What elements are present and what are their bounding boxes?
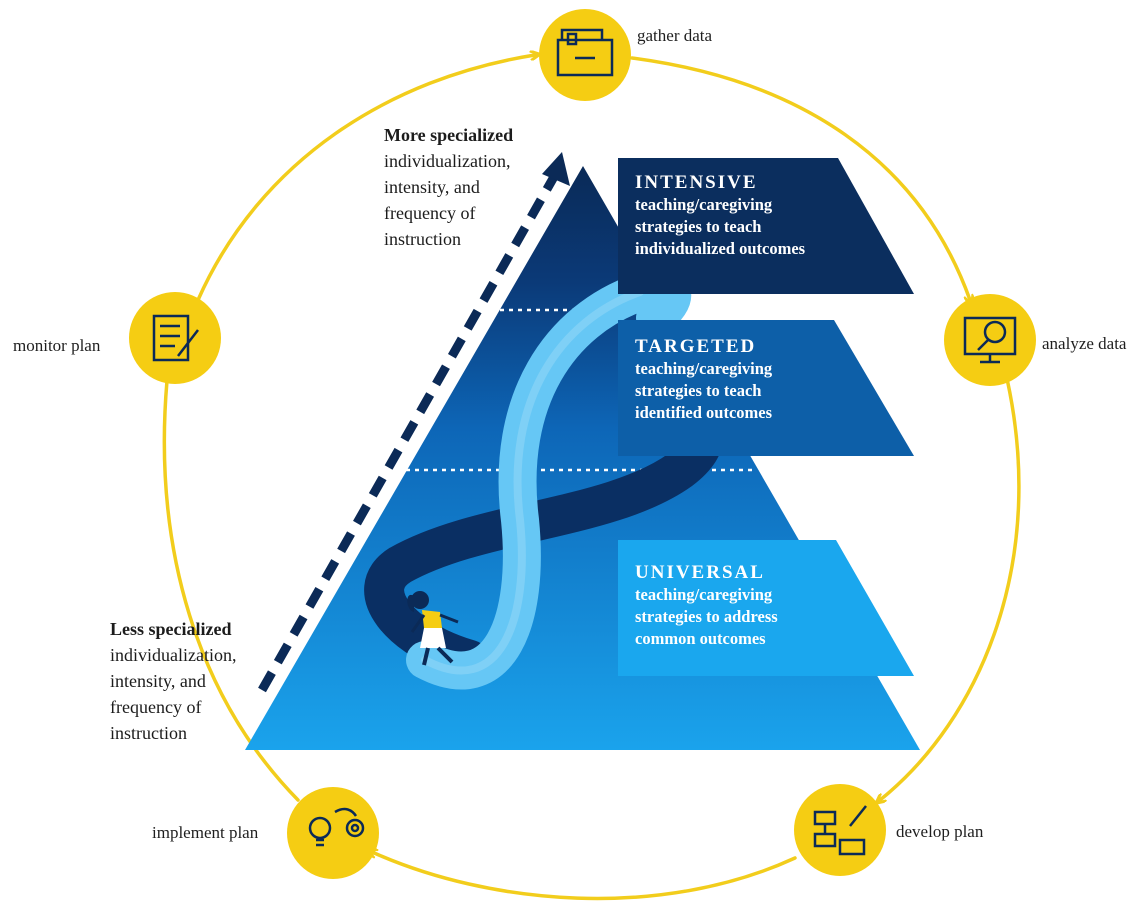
stage-label-implement-plan: implement plan bbox=[152, 823, 259, 842]
ring-arrow-analyze-to-develop bbox=[880, 368, 1021, 800]
stage-implement-plan[interactable] bbox=[287, 787, 379, 879]
stage-label-gather-data: gather data bbox=[637, 26, 713, 45]
less-specialized-body: individualization, intensity, and freque… bbox=[110, 645, 237, 743]
more-specialized-label: More specialized individualization, inte… bbox=[384, 122, 513, 252]
tier-targeted-description: teaching/caregiving strategies to teach … bbox=[635, 359, 773, 422]
stage-analyze-data[interactable] bbox=[944, 294, 1036, 386]
stage-label-develop-plan: develop plan bbox=[896, 822, 984, 841]
more-specialized-body: individualization, intensity, and freque… bbox=[384, 151, 511, 249]
checklist-pencil-icon bbox=[152, 314, 199, 362]
less-specialized-label: Less specialized individualization, inte… bbox=[110, 616, 236, 746]
lightbulb-gear-icon bbox=[308, 807, 365, 847]
tier-intensive-title: INTENSIVE bbox=[635, 172, 758, 193]
stage-label-monitor-plan: monitor plan bbox=[13, 336, 101, 355]
file-box-icon bbox=[556, 28, 614, 77]
tier-banner-universal bbox=[618, 540, 914, 676]
less-specialized-heading: Less specialized bbox=[110, 619, 232, 639]
ring-arrow-develop-to-implement bbox=[372, 852, 797, 901]
stage-label-analyze-data: analyze data bbox=[1042, 334, 1127, 353]
ring-arrow-monitor-to-gather bbox=[196, 55, 535, 302]
specialization-arrow bbox=[229, 152, 570, 747]
tier-targeted-title: TARGETED bbox=[635, 336, 757, 357]
stage-develop-plan[interactable] bbox=[794, 784, 886, 876]
tier-intensive-description: teaching/caregiving strategies to teach … bbox=[635, 195, 806, 258]
tier-intensive-text: INTENSIVE teaching/caregiving strategies… bbox=[635, 172, 805, 260]
monitor-magnifier-chart-icon bbox=[963, 316, 1017, 364]
tier-banner-intensive bbox=[618, 158, 914, 294]
cycle-ring bbox=[164, 55, 1021, 901]
tier-universal-text: UNIVERSAL teaching/caregiving strategies… bbox=[635, 562, 778, 650]
arrow-head bbox=[542, 152, 570, 186]
more-specialized-heading: More specialized bbox=[384, 125, 514, 145]
stage-gather-data[interactable] bbox=[539, 9, 631, 101]
tier-universal-description: teaching/caregiving strategies to addres… bbox=[635, 585, 778, 648]
stage-monitor-plan[interactable] bbox=[129, 292, 221, 384]
flowchart-pen-icon bbox=[813, 805, 867, 856]
walking-child-figure bbox=[407, 591, 459, 666]
ring-arrow-implement-to-monitor bbox=[164, 370, 300, 802]
tier-banner-targeted bbox=[618, 320, 914, 456]
tier-targeted-text: TARGETED teaching/caregiving strategies … bbox=[635, 336, 772, 424]
tier-universal-title: UNIVERSAL bbox=[635, 562, 765, 583]
ring-arrow-gather-to-analyze bbox=[630, 56, 970, 300]
